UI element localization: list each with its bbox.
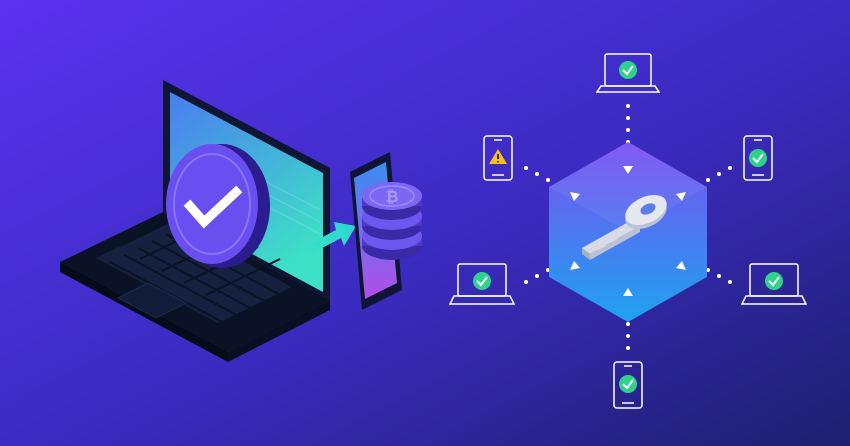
check-circle-icon	[619, 61, 637, 79]
hexagon-highlight	[549, 142, 707, 232]
laptop-base-outline-icon	[448, 295, 516, 305]
network-diagram	[448, 53, 808, 409]
check-circle-icon	[619, 375, 637, 393]
node-laptop-lower-right	[740, 263, 808, 305]
laptop-keyboard	[96, 222, 292, 323]
token-face	[166, 144, 258, 264]
arrow-lower-right-icon	[676, 261, 686, 270]
transfer-arrow-icon	[298, 222, 356, 258]
check-icon	[183, 185, 243, 229]
check-icon	[622, 65, 634, 76]
arrow-top-icon	[623, 166, 633, 174]
check-icon	[622, 379, 634, 390]
laptop-base-outline-icon	[740, 295, 808, 305]
phone-outline-icon	[743, 135, 773, 181]
check-circle-icon	[765, 272, 783, 290]
check-circle-icon	[749, 149, 767, 167]
node-laptop-top	[595, 53, 661, 93]
laptop-touchpad	[116, 282, 188, 319]
phone-outline-icon	[483, 135, 513, 181]
node-laptop-lower-left	[448, 263, 516, 305]
token-ring	[173, 153, 251, 255]
check-icon	[752, 153, 764, 164]
check-icon	[476, 276, 488, 287]
phone-illustration: ₿	[350, 152, 422, 310]
bitcoin-icon: ₿	[385, 187, 398, 206]
laptop-illustration	[60, 80, 356, 362]
arrow-upper-left-icon	[570, 192, 580, 201]
node-phone-upper-right	[743, 135, 773, 181]
arrow-bottom-icon	[623, 288, 633, 296]
node-phone-upper-left	[483, 135, 513, 181]
key-icon	[582, 194, 667, 260]
node-phone-bottom	[613, 361, 643, 409]
laptop-base-outline-icon	[595, 85, 661, 93]
phone-outline-icon	[613, 361, 643, 409]
verified-token	[166, 144, 270, 268]
check-circle-icon	[473, 272, 491, 290]
inbound-arrowheads	[570, 166, 686, 296]
arrow-upper-right-icon	[676, 192, 686, 201]
arrow-lower-left-icon	[570, 261, 580, 270]
laptop-base-edge-right	[228, 300, 330, 362]
coin-stack: ₿	[362, 182, 422, 260]
check-icon	[768, 276, 780, 287]
